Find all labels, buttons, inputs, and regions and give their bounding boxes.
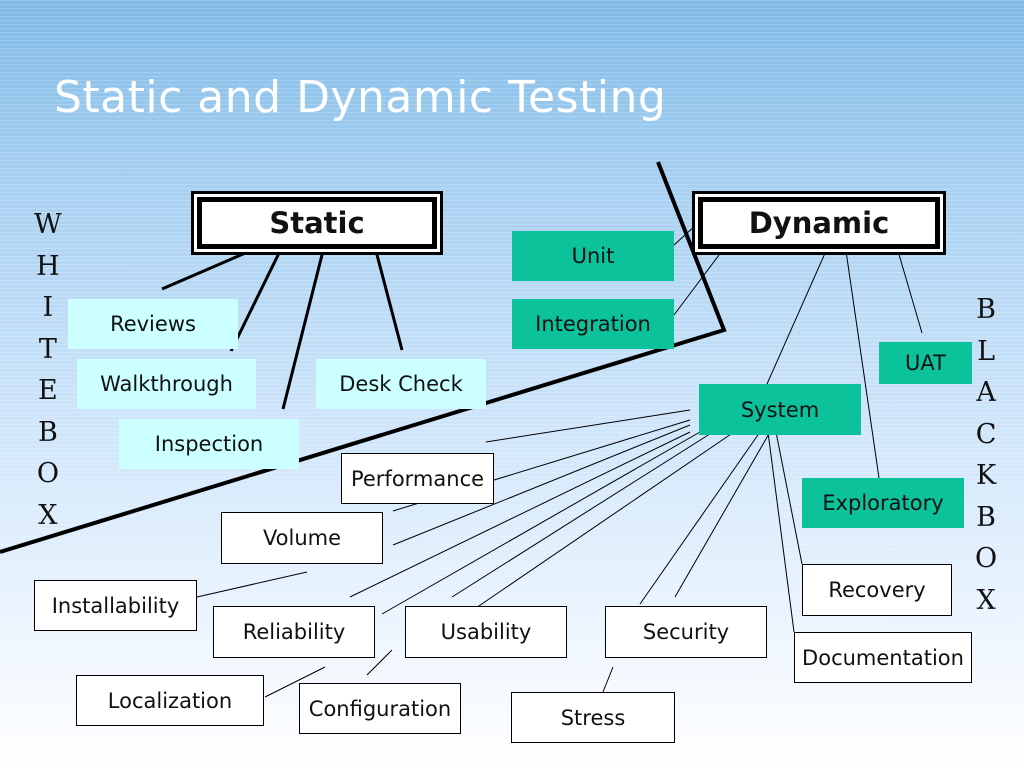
connector-stress <box>602 666 614 693</box>
connector-static-deskcheck <box>374 250 404 351</box>
connector-static-inspection <box>281 250 325 410</box>
page-title: Static and Dynamic Testing <box>54 72 667 123</box>
connector-system-volume-b <box>392 424 691 546</box>
system-type-volume: Volume <box>221 512 383 564</box>
static-item-inspection: Inspection <box>119 419 299 469</box>
connector-configuration <box>366 649 393 676</box>
connector-static-reviews <box>161 249 251 291</box>
system-type-security: Security <box>605 606 767 658</box>
system-type-recovery: Recovery <box>802 564 952 616</box>
dynamic-item-integration: Integration <box>512 299 674 349</box>
white-box-label: W H I T E B O X <box>34 209 62 531</box>
static-item-desk-check: Desk Check <box>316 359 486 409</box>
dynamic-item-system: System <box>699 384 861 435</box>
connector-system-performance <box>485 409 691 443</box>
connector-dynamic-exploratory <box>845 250 880 479</box>
system-type-performance: Performance <box>341 453 494 504</box>
connector-system-security-a <box>639 431 761 605</box>
system-type-installability: Installability <box>34 580 197 631</box>
connector-system-usability <box>451 431 714 598</box>
connector-installability <box>196 571 308 598</box>
divider-line <box>0 161 727 554</box>
system-type-localization: Localization <box>76 675 264 726</box>
system-type-usability: Usability <box>405 606 567 658</box>
system-type-documentation: Documentation <box>794 632 972 683</box>
connector-system-recovery <box>775 431 803 565</box>
connector-system-documentation <box>767 431 795 633</box>
connector-dynamic-unit <box>673 224 697 246</box>
connector-static-walkthrough <box>229 250 282 352</box>
system-type-stress: Stress <box>511 692 675 743</box>
connector-system-reliability-b <box>381 431 701 615</box>
connector-localization <box>264 666 326 698</box>
dynamic-header: Dynamic <box>695 194 943 252</box>
connector-dynamic-integration <box>673 250 723 316</box>
connector-dynamic-system <box>766 250 827 385</box>
static-header: Static <box>194 194 440 252</box>
connector-system-reliability <box>349 431 691 598</box>
static-item-walkthrough: Walkthrough <box>77 359 256 409</box>
connector-system-security-b <box>674 431 771 598</box>
system-type-reliability: Reliability <box>213 606 375 658</box>
static-item-reviews: Reviews <box>68 299 238 349</box>
black-box-label: B L A C K B O X <box>975 294 998 616</box>
dynamic-item-unit: Unit <box>512 231 674 281</box>
dynamic-item-exploratory: Exploratory <box>802 478 964 528</box>
system-type-configuration: Configuration <box>299 683 461 734</box>
connector-dynamic-uat <box>897 250 923 334</box>
dynamic-item-uat: UAT <box>879 342 972 384</box>
